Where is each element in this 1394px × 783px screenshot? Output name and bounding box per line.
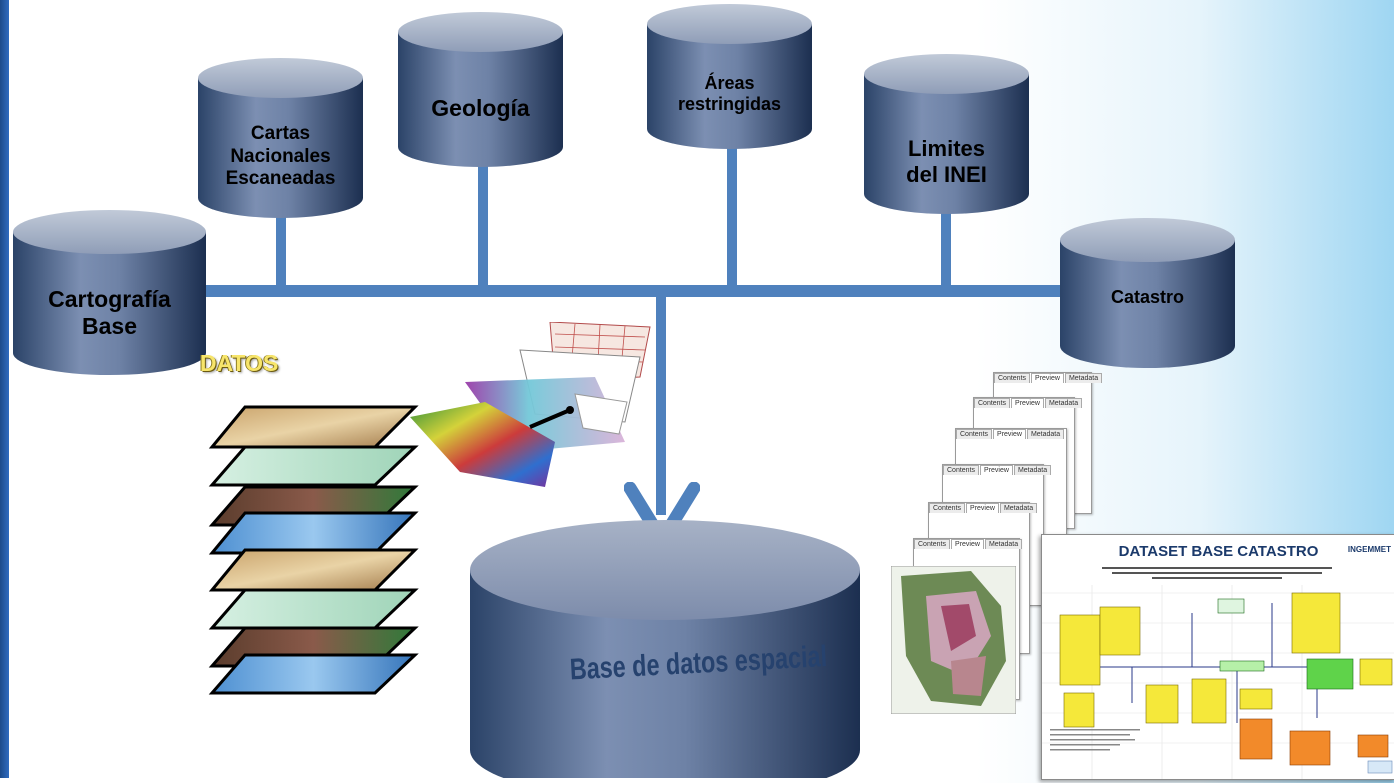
datos-label: DATOS	[200, 350, 279, 376]
tab-preview[interactable]: Preview	[951, 539, 984, 549]
tab-contents[interactable]: Contents	[956, 429, 993, 439]
tab-metadata[interactable]: Metadata	[1044, 398, 1083, 408]
catalog-tabs: Contents Preview Metadata	[956, 429, 1066, 439]
source-areas-restringidas: Áreas restringidas	[647, 4, 812, 149]
map-layers-image	[410, 322, 651, 487]
source-label: Cartografía Base	[48, 285, 171, 339]
tab-contents[interactable]: Contents	[929, 503, 966, 513]
cylinder-shape	[198, 58, 363, 218]
source-cartografia-base: Cartografía Base	[13, 210, 206, 375]
tab-metadata[interactable]: Metadata	[1064, 373, 1103, 383]
connector-areas	[727, 140, 737, 290]
spatial-database: Base de datos espacial	[470, 520, 860, 783]
connector-limites	[941, 200, 951, 290]
tab-metadata[interactable]: Metadata	[1013, 465, 1052, 475]
tab-metadata[interactable]: Metadata	[984, 539, 1023, 549]
tab-preview[interactable]: Preview	[966, 503, 999, 513]
tab-metadata[interactable]: Metadata	[999, 503, 1038, 513]
source-geologia: Geología	[398, 12, 563, 167]
main-bus-line	[200, 285, 1062, 297]
source-limites-inei: Limites del INEI	[864, 54, 1029, 214]
cylinder-shape	[13, 210, 206, 375]
tab-contents[interactable]: Contents	[994, 373, 1031, 383]
source-label: Cartas Nacionales Escaneadas	[225, 123, 336, 190]
cylinder-shape	[647, 4, 812, 149]
source-catastro: Catastro	[1060, 218, 1235, 368]
catalog-tabs: Contents Preview Metadata	[994, 373, 1103, 383]
tab-contents[interactable]: Contents	[943, 465, 980, 475]
tab-metadata[interactable]: Metadata	[1026, 429, 1065, 439]
dataset-sheet: DATASET BASE CATASTRO INGEMMET	[1041, 534, 1394, 780]
tab-preview[interactable]: Preview	[1031, 373, 1064, 383]
satellite-map-thumbnail	[891, 566, 1016, 714]
tab-contents[interactable]: Contents	[974, 398, 1011, 408]
connector-cartas	[276, 205, 286, 290]
dataset-sheet-title: DATASET BASE CATASTRO	[1118, 543, 1319, 560]
dataset-logo: INGEMMET	[1347, 545, 1391, 554]
connector-down	[656, 290, 666, 515]
cylinder-shape	[398, 12, 563, 167]
connector-geologia	[478, 160, 488, 290]
layer-group-upper	[208, 405, 419, 555]
cylinder-shape	[864, 54, 1029, 214]
catalog-tabs: Contents Preview Metadata	[974, 398, 1083, 408]
source-cartas-nacionales: Cartas Nacionales Escaneadas	[198, 58, 363, 218]
source-label: Áreas restringidas	[677, 72, 782, 114]
left-accent-bar	[0, 0, 9, 778]
cylinder-shape	[470, 520, 860, 783]
tab-preview[interactable]: Preview	[980, 465, 1013, 475]
data-layers-stack	[208, 405, 419, 695]
source-label: Catastro	[1110, 287, 1185, 308]
catalog-tabs: Contents Preview Metadata	[929, 503, 1038, 513]
tab-preview[interactable]: Preview	[993, 429, 1026, 439]
tab-contents[interactable]: Contents	[914, 539, 951, 549]
catalog-tabs: Contents Preview Metadata	[943, 465, 1052, 475]
layer-group-lower	[208, 548, 419, 695]
tab-preview[interactable]: Preview	[1011, 398, 1044, 408]
source-label: Geología	[431, 95, 530, 122]
catalog-tabs: Contents Preview Metadata	[914, 539, 1023, 549]
uml-diagram	[1042, 567, 1394, 779]
cylinder-shape	[1060, 218, 1235, 368]
source-label: Limites del INEI	[906, 136, 987, 187]
